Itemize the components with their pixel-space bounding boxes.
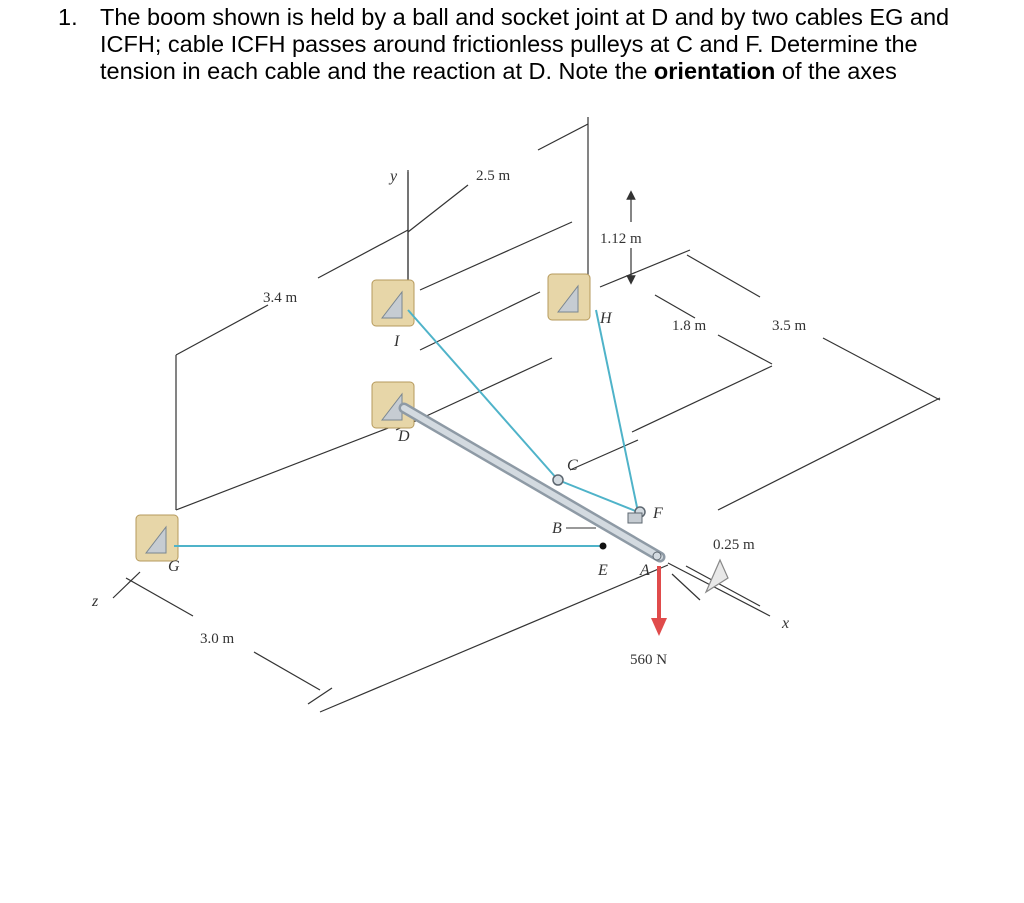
cable-ic xyxy=(407,309,559,481)
support-at-a xyxy=(704,558,729,594)
load-label: 560 N xyxy=(630,652,667,668)
label-g: G xyxy=(168,558,180,575)
pulley-c xyxy=(552,474,564,486)
dim-1-12m: 1.12 m xyxy=(600,231,642,247)
label-x: x xyxy=(781,615,789,632)
bracket-h xyxy=(547,273,591,321)
dim-0-25m: 0.25 m xyxy=(713,537,755,553)
extension-line-far-right xyxy=(717,397,941,511)
label-e: E xyxy=(597,562,608,579)
point-a-end xyxy=(652,551,662,561)
wall-line-left xyxy=(175,424,397,511)
label-d: D xyxy=(397,428,410,445)
dimension-lines xyxy=(112,117,941,713)
dim-3-5m: 3.5 m xyxy=(772,318,807,334)
dim-line-3-5m-top xyxy=(686,254,761,298)
label-y: y xyxy=(388,168,398,185)
dim-line-1-8m-bottom xyxy=(717,334,773,365)
problem-line-2: ICFH; cable ICFH passes around frictionl… xyxy=(100,31,918,57)
problem-line-3-start: tension in each cable and the reaction a… xyxy=(100,58,654,84)
dim-line-2-5m-right xyxy=(537,123,589,151)
x-axis-line xyxy=(667,562,771,617)
problem-line-1: The boom shown is held by a ball and soc… xyxy=(100,4,950,30)
dim-line-3-4m-left xyxy=(175,304,269,356)
load-arrow xyxy=(651,566,667,636)
dim-line-2-5m-left xyxy=(407,184,469,233)
problem-line-3-bold: orientation xyxy=(653,58,776,84)
back-line-lower xyxy=(419,291,541,351)
extension-line-right-long xyxy=(631,365,773,433)
pulley-f-bracket xyxy=(627,512,643,524)
bracket-i xyxy=(371,279,415,327)
problem-line-3: tension in each cable and the reaction a… xyxy=(100,58,949,85)
label-z: z xyxy=(91,593,99,610)
extension-line-h-right xyxy=(599,249,691,288)
dim-line-3-0m-right xyxy=(253,651,321,691)
dim-line-1-8m-top xyxy=(654,294,696,319)
back-line-c xyxy=(569,439,639,471)
ground-line-b xyxy=(685,565,761,607)
tick-left xyxy=(112,571,141,599)
ground-line-a xyxy=(671,573,701,601)
dim-line-3-0m-left xyxy=(125,577,194,617)
cable-cf xyxy=(557,479,639,513)
label-h: H xyxy=(599,310,613,327)
dim-line-3-4m-right xyxy=(317,229,409,279)
label-b: B xyxy=(552,520,562,537)
bracket-g xyxy=(135,514,179,562)
label-c: C xyxy=(567,457,578,474)
cable-fh xyxy=(595,309,639,513)
dim-2-5m: 2.5 m xyxy=(476,168,511,184)
dim-line-3-5m-bottom xyxy=(822,337,941,401)
back-line-top xyxy=(419,221,573,291)
bottom-line xyxy=(319,564,669,713)
tick-bottom xyxy=(307,687,333,705)
dim-1-8m: 1.8 m xyxy=(672,318,707,334)
boom xyxy=(398,402,666,563)
problem-number: 1. xyxy=(58,4,78,30)
dim-3-0m: 3.0 m xyxy=(200,631,235,647)
label-f: F xyxy=(652,505,663,522)
label-a: A xyxy=(639,562,650,579)
label-i: I xyxy=(393,333,400,350)
cables xyxy=(174,309,639,547)
problem-line-3-end: of the axes xyxy=(775,58,897,84)
problem-text: The boom shown is held by a ball and soc… xyxy=(100,4,949,85)
point-e xyxy=(599,542,607,550)
dim-3-4m: 3.4 m xyxy=(263,290,298,306)
